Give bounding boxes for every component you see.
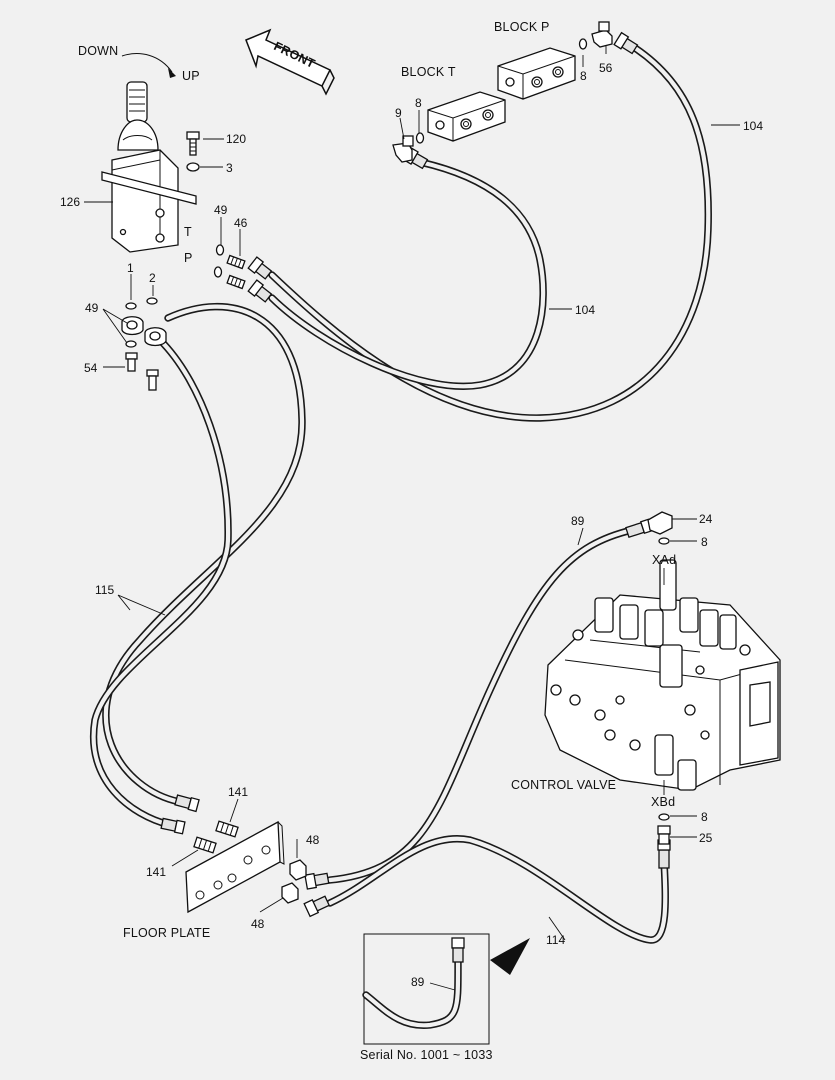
o-ring-8-block-p (578, 38, 588, 50)
elbow-56 (591, 21, 613, 48)
o-rings-49 (213, 244, 225, 278)
label-control-valve: CONTROL VALVE (511, 778, 616, 792)
callout-56: 56 (599, 61, 613, 75)
valve-bolts (550, 629, 751, 751)
callout-9: 9 (395, 106, 402, 120)
control-valve (544, 559, 781, 791)
callout-3: 3 (226, 161, 233, 175)
hose-end-fittings (160, 31, 671, 918)
view-pointer-arrow-icon (490, 938, 530, 975)
o-ring-8-xbd (658, 813, 670, 821)
lower-port-fittings (121, 297, 167, 391)
callout-54: 54 (84, 361, 98, 375)
callout-25: 25 (699, 831, 713, 845)
callout-8-xad: 8 (701, 535, 708, 549)
label-down: DOWN (78, 44, 118, 58)
adapters-46 (226, 254, 246, 290)
serial-inset (362, 933, 490, 1045)
callout-49-lower: 49 (85, 301, 99, 315)
callout-1: 1 (127, 261, 134, 275)
label-port-t: T (184, 225, 192, 239)
hose-115-b (89, 336, 232, 829)
label-block-t: BLOCK T (401, 65, 456, 79)
pilot-pedal-valve (101, 81, 197, 253)
callout-2: 2 (149, 271, 156, 285)
elbow-24 (647, 511, 673, 535)
elbow-9 (392, 135, 414, 163)
hose-89 (326, 526, 636, 884)
hose-115-a (102, 302, 306, 806)
leader-lines (84, 46, 740, 991)
callout-141-lower: 141 (146, 865, 166, 879)
callout-120: 120 (226, 132, 246, 146)
callout-8-xbd: 8 (701, 810, 708, 824)
label-up: UP (182, 69, 200, 83)
callout-8-block-t: 8 (415, 96, 422, 110)
callout-48-upper: 48 (306, 833, 320, 847)
label-xbd: XBd (651, 795, 675, 809)
hoses (89, 44, 712, 944)
label-xad: XAd (652, 553, 676, 567)
rotation-arrow-icon (121, 53, 176, 78)
front-direction-arrow-icon (245, 28, 335, 96)
callout-141-upper: 141 (228, 785, 248, 799)
callout-104-lower: 104 (575, 303, 595, 317)
valve-spools (594, 559, 737, 791)
callout-89-inset: 89 (411, 975, 425, 989)
label-port-p: P (184, 251, 193, 265)
bulkhead-fittings-141 (193, 820, 239, 854)
callout-8-block-p: 8 (580, 69, 587, 83)
callout-114: 114 (546, 933, 565, 947)
bolt-120 (186, 131, 200, 156)
callout-89: 89 (571, 514, 585, 528)
label-block-p: BLOCK P (494, 20, 550, 34)
hose-104-long (268, 44, 712, 422)
callout-49-upper: 49 (214, 203, 228, 217)
hose-104-short (268, 158, 547, 390)
o-ring-8-xad (658, 537, 670, 545)
floor-plate (185, 820, 285, 914)
nuts-48 (281, 859, 307, 904)
callout-24: 24 (699, 512, 713, 526)
label-serial: Serial No. 1001 ~ 1033 (360, 1048, 493, 1062)
adapter-25 (657, 825, 671, 845)
label-floor-plate: FLOOR PLATE (123, 926, 210, 940)
hose-114 (326, 835, 669, 944)
washer-3 (186, 162, 200, 172)
callout-126: 126 (60, 195, 80, 209)
block-t (427, 91, 506, 142)
o-ring-8-block-t (415, 132, 425, 144)
callout-104-upper: 104 (743, 119, 763, 133)
callout-115: 115 (95, 583, 114, 597)
block-p (497, 47, 576, 100)
callout-48-lower: 48 (251, 917, 265, 931)
callout-46: 46 (234, 216, 248, 230)
